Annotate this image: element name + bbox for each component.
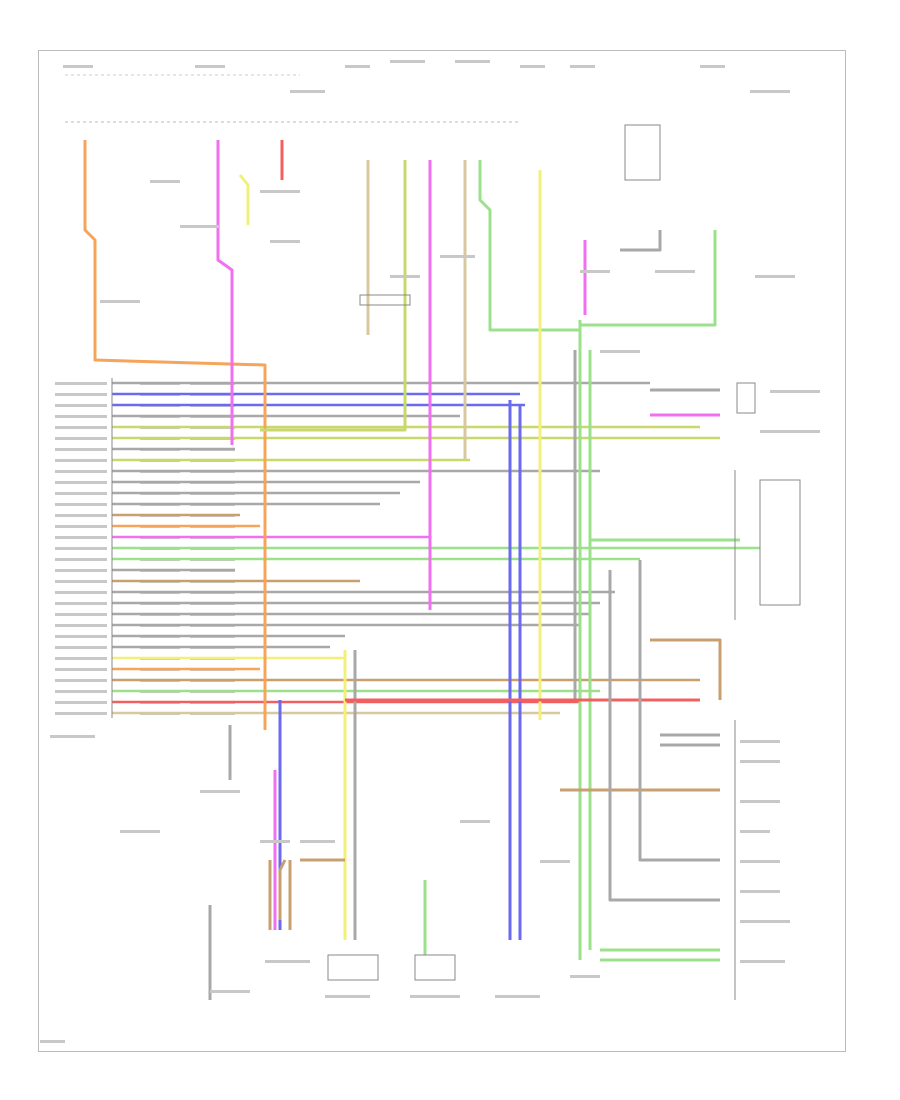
label-placeholder (740, 960, 785, 963)
pin-label (55, 635, 107, 638)
pin-label (55, 624, 107, 627)
label-placeholder (570, 975, 600, 978)
pin-label (55, 701, 107, 704)
label-placeholder (580, 270, 610, 273)
pin-label (55, 481, 107, 484)
label-placeholder (260, 190, 300, 193)
label-placeholder (755, 275, 795, 278)
pin-label (55, 712, 107, 715)
sensor-component (414, 954, 456, 981)
label-placeholder (270, 240, 300, 243)
relay-component (624, 124, 661, 181)
label-placeholder (740, 890, 780, 893)
label-placeholder (290, 90, 325, 93)
label-placeholder (455, 60, 490, 63)
label-placeholder (460, 820, 490, 823)
label-placeholder (740, 740, 780, 743)
pin-label (55, 668, 107, 671)
label-placeholder (440, 255, 475, 258)
pin-label (55, 426, 107, 429)
pin-label (55, 503, 107, 506)
pin-label (55, 613, 107, 616)
label-placeholder (750, 90, 790, 93)
label-placeholder (300, 840, 335, 843)
diagram-frame (38, 50, 846, 1052)
label-placeholder (495, 995, 540, 998)
solenoid-component (327, 954, 379, 981)
label-placeholder (740, 830, 770, 833)
label-placeholder (345, 65, 370, 68)
label-placeholder (100, 300, 140, 303)
pin-label (55, 404, 107, 407)
wire (638, 560, 720, 862)
pin-label (55, 558, 107, 561)
pin-label (55, 591, 107, 594)
label-placeholder (63, 65, 93, 68)
connector-component (359, 294, 411, 306)
pin-label (55, 459, 107, 462)
pin-label (55, 470, 107, 473)
range-switch-component (759, 479, 801, 606)
wire (278, 859, 287, 920)
label-placeholder (570, 65, 595, 68)
label-placeholder (120, 830, 160, 833)
label-placeholder (410, 995, 460, 998)
label-placeholder (520, 65, 545, 68)
power-feed-wire (83, 140, 267, 730)
label-placeholder (740, 760, 780, 763)
label-placeholder (390, 60, 425, 63)
wire (608, 570, 720, 902)
label-placeholder (740, 860, 780, 863)
label-placeholder (260, 840, 290, 843)
pin-label (55, 437, 107, 440)
pin-label (55, 525, 107, 528)
label-placeholder (700, 65, 725, 68)
label-placeholder (180, 225, 220, 228)
signal-wire (578, 230, 717, 960)
pin-label (55, 602, 107, 605)
pin-label (55, 690, 107, 693)
label-placeholder (40, 1040, 65, 1043)
pin-label (55, 536, 107, 539)
pin-label (55, 679, 107, 682)
signal-wire (260, 160, 407, 432)
label-placeholder (740, 800, 780, 803)
ground-wire (478, 160, 582, 332)
label-placeholder (200, 790, 240, 793)
pin-label (55, 514, 107, 517)
label-placeholder (740, 920, 790, 923)
pin-label (55, 393, 107, 396)
label-placeholder (50, 735, 95, 738)
label-placeholder (325, 995, 370, 998)
pin-label (55, 448, 107, 451)
label-placeholder (760, 430, 820, 433)
label-placeholder (265, 960, 310, 963)
label-placeholder (655, 270, 695, 273)
pin-label (55, 646, 107, 649)
pin-label (55, 657, 107, 660)
pin-label (55, 569, 107, 572)
sensor-wire (238, 174, 250, 225)
coil-wire (620, 230, 662, 252)
label-placeholder (600, 350, 640, 353)
label-placeholder (770, 390, 820, 393)
label-placeholder (540, 860, 570, 863)
wire (650, 638, 722, 700)
label-placeholder (210, 990, 250, 993)
pin-label (55, 415, 107, 418)
pin-label (55, 547, 107, 550)
sensor-component (736, 382, 756, 414)
label-placeholder (195, 65, 225, 68)
label-placeholder (150, 180, 180, 183)
pin-label (55, 382, 107, 385)
pin-label (55, 492, 107, 495)
label-placeholder (390, 275, 420, 278)
pin-label (55, 580, 107, 583)
ignition-feed-wire (216, 140, 234, 445)
